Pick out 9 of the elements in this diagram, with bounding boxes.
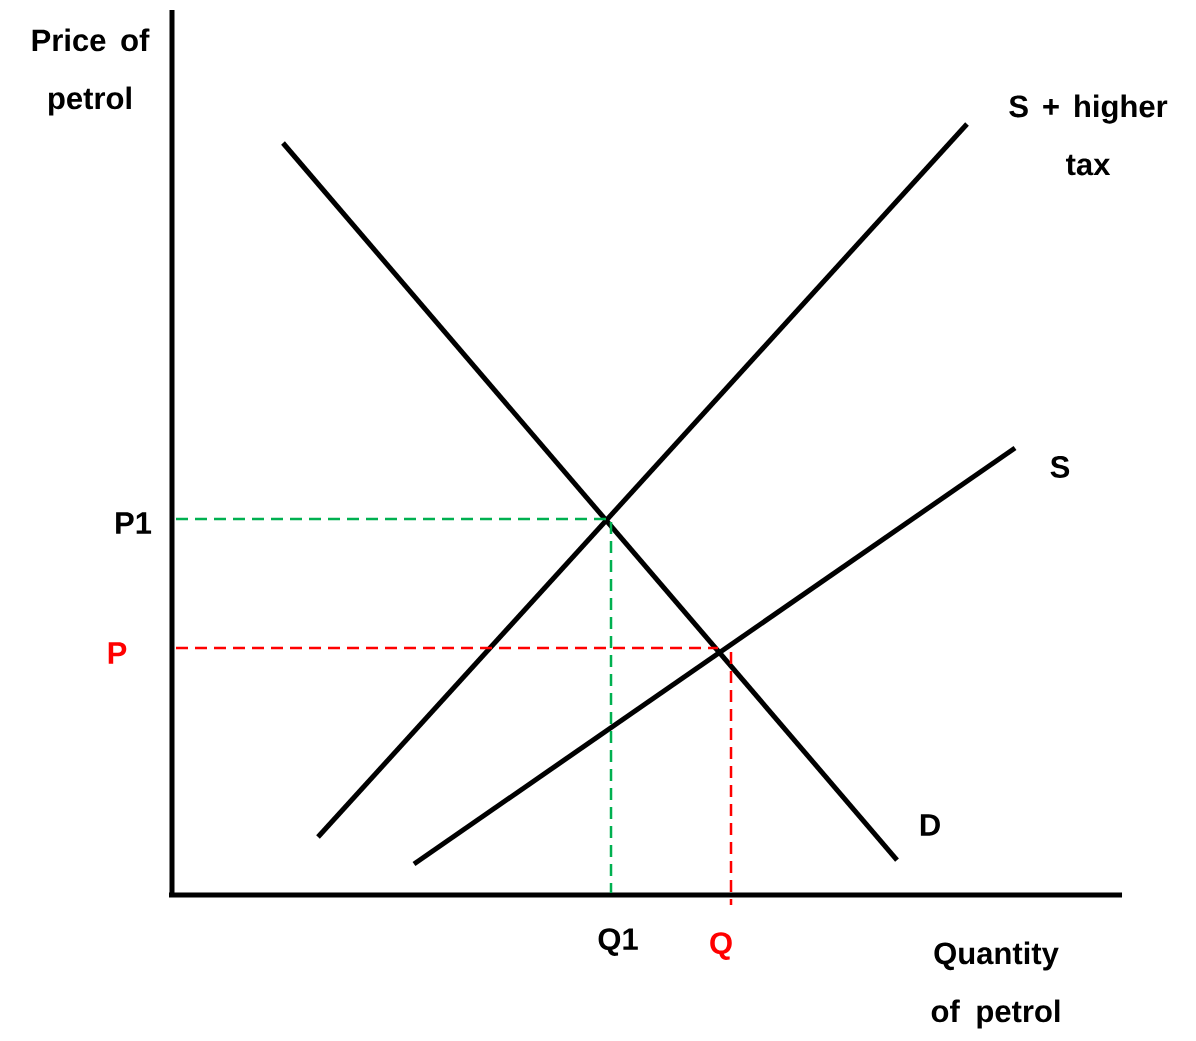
axis-label: P bbox=[108, 642, 127, 664]
axis-label: S + higher tax bbox=[1009, 94, 1168, 176]
axis-label: D bbox=[920, 814, 940, 836]
axis-label: Quantity of petrol bbox=[931, 941, 1060, 1029]
axis-label: Q bbox=[710, 932, 732, 960]
axis-label: Q1 bbox=[598, 928, 638, 956]
axis-label: S bbox=[1050, 456, 1070, 478]
axis-label: P1 bbox=[116, 512, 152, 534]
axis-label: Price of petrol bbox=[32, 28, 150, 116]
